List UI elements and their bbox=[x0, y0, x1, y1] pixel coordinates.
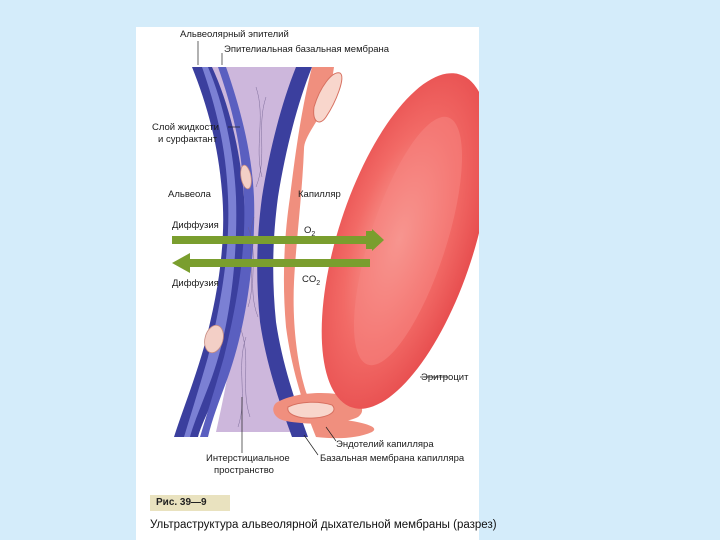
label-co2: CO2 bbox=[302, 274, 320, 287]
slide-panel: Альвеолярный эпителий Эпителиальная база… bbox=[136, 27, 497, 540]
capillary-basement-membrane bbox=[257, 67, 312, 437]
label-interstitial-2: пространство bbox=[214, 465, 274, 476]
label-epithelial-basement: Эпителиальная базальная мембрана bbox=[224, 44, 390, 55]
leader-capillary-basement bbox=[303, 434, 319, 456]
label-alveola: Альвеола bbox=[168, 189, 212, 200]
endothelial-nucleus-lower bbox=[287, 401, 335, 419]
label-fluid-layer-2: и сурфактант bbox=[158, 134, 218, 145]
label-endothelium: Эндотелий капилляра bbox=[336, 439, 434, 450]
label-erythrocyte: Эритроцит bbox=[421, 372, 469, 383]
figure-tag: Рис. 39—9 bbox=[150, 495, 230, 511]
epithelial-nucleus-top bbox=[240, 164, 252, 190]
endothelial-nucleus-top bbox=[313, 72, 343, 123]
label-alveolar-epithelium: Альвеолярный эпителий bbox=[180, 29, 289, 40]
label-capillary-basement: Базальная мембрана капилляра bbox=[320, 453, 465, 464]
label-o2: O2 bbox=[304, 225, 315, 238]
co2-diffusion-arrow bbox=[172, 253, 370, 273]
label-interstitial-1: Интерстициальное bbox=[206, 453, 290, 464]
figure-caption: Ультраструктура альвеолярной дыхательной… bbox=[150, 519, 497, 531]
label-capillary: Капилляр bbox=[298, 189, 341, 200]
label-diffusion-bottom: Диффузия bbox=[172, 278, 219, 289]
o2-diffusion-arrow bbox=[172, 229, 384, 251]
membrane-diagram: Альвеолярный эпителий Эпителиальная база… bbox=[152, 29, 479, 476]
epithelial-basement-membrane bbox=[200, 67, 255, 437]
leader-endothelium bbox=[325, 426, 337, 442]
epithelial-highlight bbox=[184, 67, 237, 437]
label-diffusion-top: Диффузия bbox=[172, 220, 219, 231]
erythrocyte-concavity bbox=[353, 116, 463, 366]
epithelial-nucleus-bottom bbox=[204, 324, 224, 354]
label-fluid-layer-1: Слой жидкости bbox=[152, 122, 219, 133]
